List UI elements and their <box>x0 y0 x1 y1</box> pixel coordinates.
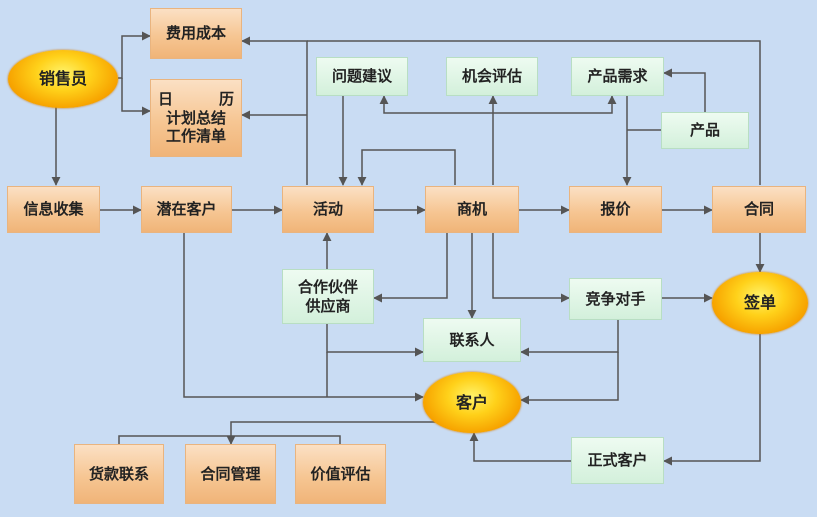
business-opportunity-node: 商机 <box>425 186 519 233</box>
potential-customer-node: 潜在客户 <box>141 186 232 233</box>
partner-line-2: 供应商 <box>305 296 351 315</box>
edge-branch-left <box>118 435 231 444</box>
partner-supplier-node: 合作伙伴 供应商 <box>282 269 374 324</box>
contract-node: 合同 <box>712 186 806 233</box>
edge-salesperson-schedule <box>121 78 151 116</box>
partner-line-1: 合作伙伴 <box>297 277 358 296</box>
schedule-node: 日 历 计划总结 工作清单 <box>150 79 242 157</box>
expense-cost-node: 费用成本 <box>150 8 242 59</box>
signing-node: 签单 <box>712 272 808 334</box>
schedule-line-1: 日 历 <box>158 89 234 108</box>
edge-contract-expense <box>307 40 761 185</box>
quotation-node: 报价 <box>569 186 662 233</box>
edge-opportunity-issue <box>379 95 493 114</box>
info-collection-node: 信息收集 <box>7 186 100 233</box>
edge-salesperson-expense <box>118 31 151 79</box>
edge-partner-contact <box>326 324 424 357</box>
edge-potential-customer <box>183 233 424 402</box>
schedule-line-3: 工作清单 <box>165 127 226 146</box>
edge-signing-formal <box>663 334 761 466</box>
customer-node: 客户 <box>423 372 521 433</box>
edge-opportunity-demand <box>493 95 617 114</box>
formal-customer-node: 正式客户 <box>571 437 664 484</box>
product-demand-node: 产品需求 <box>571 57 664 96</box>
opportunity-evaluation-node: 机会评估 <box>446 57 538 96</box>
payment-contact-node: 货款联系 <box>74 444 164 504</box>
value-assessment-node: 价值评估 <box>295 444 386 504</box>
product-node: 产品 <box>661 112 749 149</box>
edge-competitor-customer <box>520 352 619 405</box>
edge-formal-customer <box>469 432 571 462</box>
edge-product-demand <box>663 68 706 112</box>
edge-competitor-contact <box>520 320 619 357</box>
edge-opportunity-loop <box>357 149 456 186</box>
competitor-node: 竞争对手 <box>569 278 662 320</box>
issue-suggestion-node: 问题建议 <box>316 57 408 96</box>
edge-opportunity-competitor <box>492 233 570 303</box>
contact-node: 联系人 <box>423 318 521 362</box>
edge-activity-expense <box>241 36 308 185</box>
salesperson-node: 销售员 <box>8 50 118 108</box>
activity-node: 活动 <box>282 186 374 233</box>
edge-opportunity-partner <box>373 233 448 303</box>
contract-management-node: 合同管理 <box>185 444 276 504</box>
edge-branch-right <box>231 435 341 444</box>
schedule-line-2: 计划总结 <box>165 108 226 127</box>
